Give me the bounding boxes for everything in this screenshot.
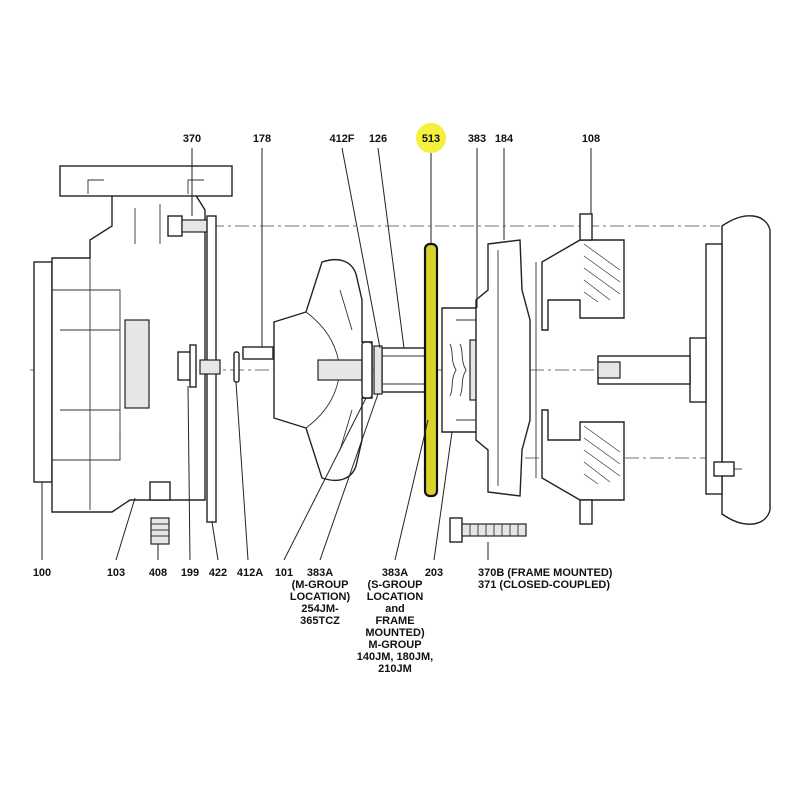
label-101: 101 [275, 567, 293, 579]
washer-199 [177, 344, 197, 388]
label-383A-m-line: (M-GROUP [292, 579, 349, 591]
label-412F: 412F [329, 133, 354, 145]
key-178 [242, 346, 274, 360]
label-383A-s-line: LOCATION [367, 591, 424, 603]
label-370: 370 [183, 133, 201, 145]
label-383A-m-line: LOCATION) [290, 591, 351, 603]
label-199: 199 [181, 567, 199, 579]
impeller-101 [273, 258, 373, 482]
label-203: 203 [425, 567, 443, 579]
bottom-labels: 100 103 408 199 422 412A 101 203 383A (M… [33, 567, 443, 675]
stud-422 [199, 215, 221, 523]
label-370B: 370B (FRAME MOUNTED) [478, 567, 613, 579]
label-412A: 412A [237, 567, 263, 579]
label-383A-s-line: M-GROUP [368, 639, 421, 651]
label-371: 371 (CLOSED-COUPLED) [478, 579, 610, 591]
adapter-108 [535, 213, 625, 525]
label-383A-m-line: 365TCZ [300, 615, 340, 627]
leader-lines [41, 147, 592, 561]
sleeve-126 [373, 345, 427, 395]
drain-plug-408 [149, 481, 171, 545]
label-422: 422 [209, 567, 227, 579]
label-383A-s-line: and [385, 603, 405, 615]
oring-513 [423, 242, 439, 498]
label-100: 100 [33, 567, 51, 579]
label-126: 126 [369, 133, 387, 145]
label-103: 103 [107, 567, 125, 579]
label-383A-s-line: 140JM, 180JM, [357, 651, 433, 663]
label-383A-m-line: 383A [307, 567, 333, 579]
top-labels: 370 178 412F 126 513 383 184 108 [183, 133, 600, 145]
label-383A-m-group: 383A (M-GROUP LOCATION) 254JM- 365TCZ [290, 567, 351, 627]
label-383A-s-line: 210JM [378, 663, 412, 675]
casing-100 [33, 165, 233, 513]
label-370B-group: 370B (FRAME MOUNTED) 371 (CLOSED-COUPLED… [478, 567, 613, 591]
bolt-370B [449, 517, 527, 543]
seal-housing-184 [475, 239, 531, 497]
label-383A-m-line: 254JM- [301, 603, 339, 615]
label-383A-s-line: 383A [382, 567, 408, 579]
ring-412A [233, 351, 240, 383]
label-184: 184 [495, 133, 514, 145]
motor [597, 215, 771, 525]
label-108: 108 [582, 133, 600, 145]
label-513: 513 [422, 133, 440, 145]
label-383A-s-group: 383A (S-GROUP LOCATION and FRAME MOUNTED… [357, 567, 433, 675]
label-383A-s-line: FRAME [375, 615, 414, 627]
label-408: 408 [149, 567, 167, 579]
label-383A-s-line: (S-GROUP [368, 579, 423, 591]
oring-412F [361, 341, 373, 399]
label-383: 383 [468, 133, 486, 145]
label-178: 178 [253, 133, 271, 145]
label-383A-s-line: MOUNTED) [365, 627, 425, 639]
highlight-marker [416, 123, 446, 153]
